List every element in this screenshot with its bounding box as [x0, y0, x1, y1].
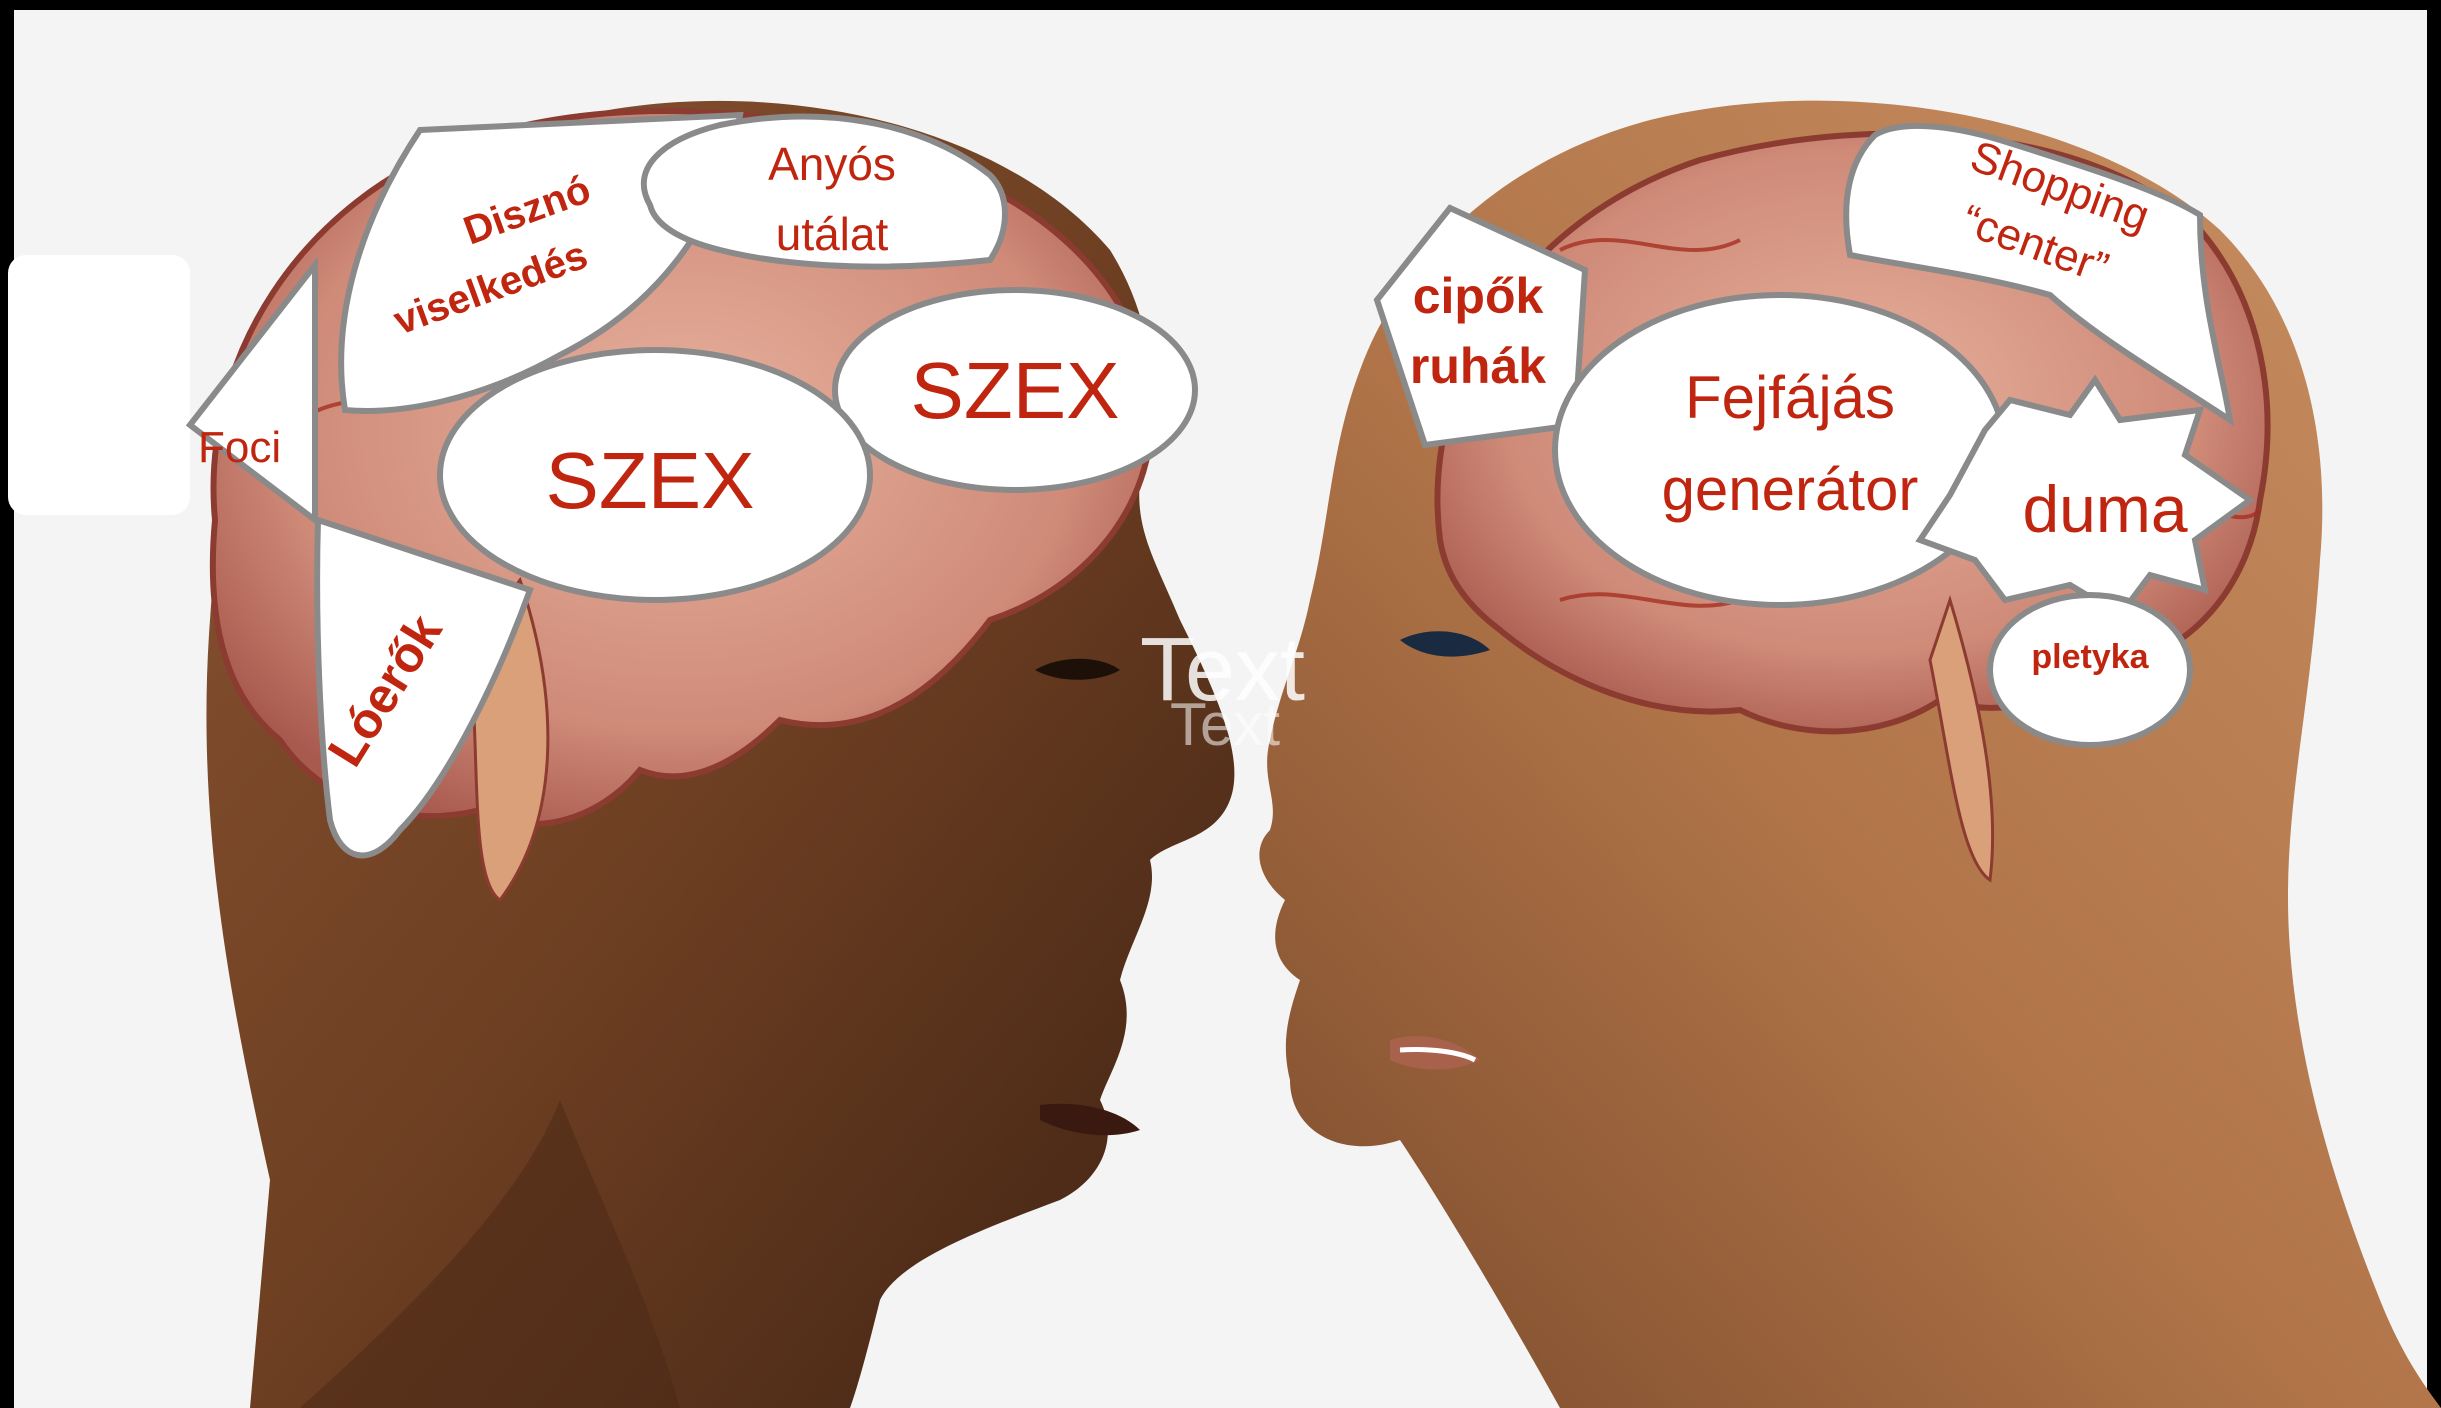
- center-ghost-text-2: Text: [1170, 691, 1280, 758]
- fejfajas-shape: [1555, 295, 2005, 605]
- label-cipok-line2: ruhák: [1410, 338, 1546, 394]
- left-blank-tab: [8, 255, 190, 515]
- label-szex-large: SZEX: [546, 436, 755, 525]
- label-duma: duma: [2022, 472, 2187, 546]
- label-anyos-line1: Anyós: [768, 138, 896, 190]
- label-foci: Foci: [198, 423, 281, 472]
- label-pletyka: pletyka: [2031, 638, 2149, 676]
- label-szex-small: SZEX: [911, 346, 1120, 435]
- label-anyos-line2: utálat: [776, 208, 889, 260]
- label-fejfajas-line2: generátor: [1662, 456, 1919, 523]
- label-cipok-line1: cipők: [1413, 268, 1544, 324]
- label-fejfajas-line1: Fejfájás: [1685, 364, 1895, 431]
